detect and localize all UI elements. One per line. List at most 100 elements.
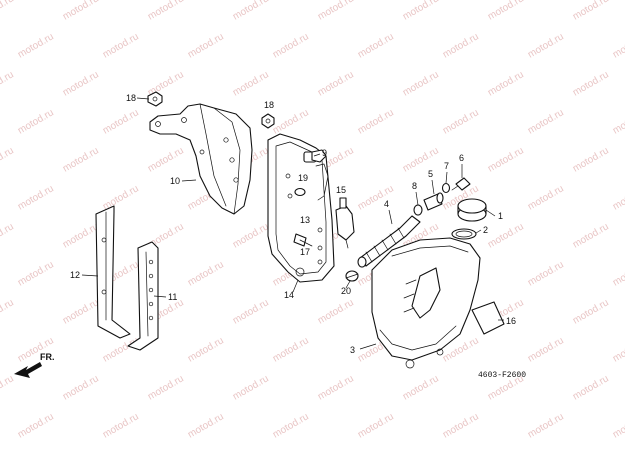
direction-label: FR. (40, 352, 55, 362)
watermark-text: motod.ru (611, 411, 625, 440)
watermark-text: motod.ru (526, 335, 566, 364)
leader-line-c5 (431, 179, 435, 195)
watermark-text: motod.ru (0, 69, 16, 98)
watermark-text: motod.ru (356, 183, 396, 212)
leader-line-c20 (345, 280, 351, 289)
watermark-text: motod.ru (186, 411, 226, 440)
switch-part-9 (311, 149, 327, 163)
callout-label-c15: 15 (336, 185, 346, 195)
watermark-text: motod.ru (486, 221, 526, 250)
callout-label-c5: 5 (428, 169, 433, 179)
callout-label-c9: 9 (322, 148, 327, 158)
callout-label-c12: 12 (70, 270, 80, 280)
watermark-text: motod.ru (0, 145, 16, 174)
callout-label-c14: 14 (284, 290, 294, 300)
watermark-text: motod.ru (231, 221, 271, 250)
callout-label-c4: 4 (384, 199, 389, 209)
watermark-text: motod.ru (441, 411, 481, 440)
callout-label-c7: 7 (444, 161, 449, 171)
watermark-text: motod.ru (61, 0, 101, 23)
watermark-text: motod.ru (231, 297, 271, 326)
front-direction-arrow: FR. (14, 352, 55, 378)
watermark-text: motod.ru (401, 0, 441, 23)
watermark-text: motod.ru (61, 221, 101, 250)
watermark-text: motod.ru (16, 107, 56, 136)
callout-label-c13: 13 (300, 215, 310, 225)
callout-label-c16: 16 (506, 316, 516, 326)
watermark-text: motod.ru (0, 221, 16, 250)
watermark-text: motod.ru (0, 297, 16, 326)
watermark-text: motod.ru (401, 373, 441, 402)
watermark-text: motod.ru (316, 297, 356, 326)
watermark-text: motod.ru (316, 373, 356, 402)
watermark-text: motod.ru (526, 107, 566, 136)
watermark-text: motod.ru (401, 145, 441, 174)
watermark-text: motod.ru (526, 411, 566, 440)
bolt-part-17 (293, 233, 313, 247)
callout-label-c20: 20 (341, 286, 351, 296)
watermark-text: motod.ru (186, 31, 226, 60)
fitting-part-5 (423, 192, 444, 211)
watermark-text: motod.ru (16, 183, 56, 212)
watermark-text: motod.ru (611, 259, 625, 288)
watermark-text: motod.ru (356, 31, 396, 60)
watermark-text: motod.ru (16, 259, 56, 288)
watermark-text: motod.ru (441, 31, 481, 60)
watermark-text: motod.ru (146, 145, 186, 174)
watermark-text: motod.ru (186, 335, 226, 364)
callout-label-c10: 10 (170, 176, 180, 186)
leader-line-c7 (445, 171, 448, 184)
watermark-text: motod.ru (526, 183, 566, 212)
callout-label-c11: 11 (168, 292, 177, 302)
watermark-text: motod.ru (146, 373, 186, 402)
leader-line-c11 (153, 295, 167, 298)
watermark-text: motod.ru (571, 69, 611, 98)
watermark-text: motod.ru (271, 335, 311, 364)
watermark-text: motod.ru (571, 297, 611, 326)
watermark-text: motod.ru (101, 183, 141, 212)
watermark-text: motod.ru (146, 0, 186, 23)
watermark-text: motod.ru (101, 335, 141, 364)
watermark-text: motod.ru (101, 107, 141, 136)
callout-label-c6: 6 (459, 153, 464, 163)
sensor-part-15 (335, 197, 355, 249)
watermark-text: motod.ru (271, 411, 311, 440)
leader-line-c8 (415, 191, 419, 206)
watermark-text: motod.ru (611, 31, 625, 60)
watermark-text: motod.ru (401, 69, 441, 98)
watermark-text: motod.ru (16, 411, 56, 440)
leader-line-c14 (292, 279, 299, 293)
watermark-text: motod.ru (271, 31, 311, 60)
bar-part-11 (127, 241, 159, 351)
watermark-text: motod.ru (356, 107, 396, 136)
callout-label-c18b: 18 (264, 100, 274, 110)
watermark-text: motod.ru (571, 0, 611, 23)
watermark-text: motod.ru (231, 69, 271, 98)
watermark-text: motod.ru (186, 259, 226, 288)
watermark-text: motod.ru (486, 0, 526, 23)
watermark-text: motod.ru (441, 107, 481, 136)
leader-line-c3 (359, 343, 377, 350)
watermark-text: motod.ru (571, 373, 611, 402)
screw-part-6 (451, 177, 471, 191)
cap-part-1 (457, 198, 487, 222)
clamp-part-20 (345, 270, 359, 282)
sticker-part-16 (471, 301, 505, 335)
nut-part-18-center (261, 113, 275, 129)
callout-label-c18a: 18 (126, 93, 136, 103)
watermark-text: motod.ru (486, 145, 526, 174)
watermark-text: motod.ru (61, 297, 101, 326)
leader-line-c2 (475, 229, 482, 234)
ring-part-7 (441, 182, 451, 194)
bracket-part-10 (149, 103, 253, 215)
watermark-text: motod.ru (611, 335, 625, 364)
leader-line-c12 (81, 274, 99, 277)
callout-label-c3: 3 (350, 345, 355, 355)
watermark-text: motod.ru (526, 259, 566, 288)
watermark-text: motod.ru (356, 411, 396, 440)
watermark-text: motod.ru (16, 31, 56, 60)
leader-line-c18a (136, 97, 150, 100)
leader-line-c4 (388, 209, 393, 225)
